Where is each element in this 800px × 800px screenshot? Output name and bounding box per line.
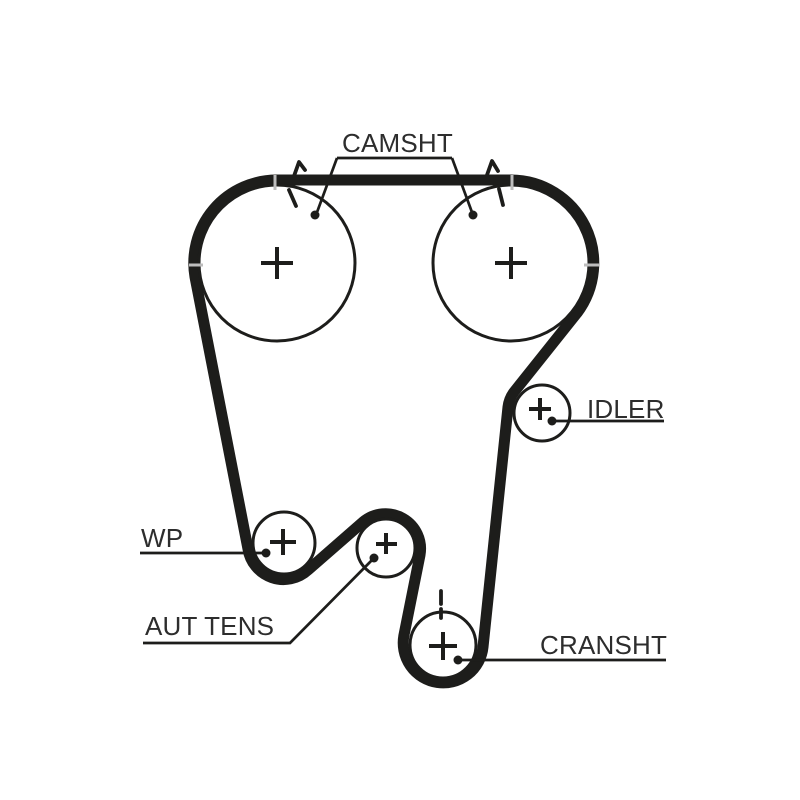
camshaft-pulley-left-center-cross: [261, 247, 293, 279]
idler-leader-dot: [547, 416, 557, 426]
crankshaft-leader-dot: [453, 655, 463, 665]
crankshaft-sprocket: [408, 610, 478, 680]
tensioner-leader-line: [143, 557, 375, 645]
camshaft-label: CAMSHT: [342, 128, 453, 158]
tensioner-label: AUT TENS: [145, 611, 274, 641]
tensioner-leader-dot: [369, 553, 379, 563]
crankshaft-sprocket-rim: [408, 610, 478, 680]
automatic-tensioner-pulley-rim: [355, 517, 417, 579]
camshaft-leader-dot-left: [310, 210, 320, 220]
cam-left-timing-mark-tick: [287, 188, 298, 208]
camshaft-pulley-right: [431, 183, 591, 343]
camshaft-pulley-left-rim: [197, 183, 357, 343]
idler-pulley-center-cross: [529, 398, 551, 420]
automatic-tensioner-pulley: [355, 517, 417, 579]
water-pump-leader-dot: [261, 548, 271, 558]
automatic-tensioner-pulley-center-cross: [376, 533, 397, 554]
water-pump-pulley-center-cross: [270, 529, 296, 555]
camshaft-pulley-right-center-cross: [495, 247, 527, 279]
water-pump-pulley-rim: [251, 510, 317, 576]
idler-pulley-rim: [512, 383, 572, 443]
water-pump-label: WP: [141, 523, 183, 553]
idler-leader: [547, 416, 664, 426]
cam-right-timing-mark-chevron-icon: [485, 159, 500, 177]
crankshaft-sprocket-center-cross: [429, 632, 457, 660]
tensioner-leader: [143, 553, 379, 645]
water-pump-leader: [140, 548, 271, 558]
idler-label: IDLER: [587, 394, 665, 424]
camshaft-leader-lines: [314, 156, 475, 216]
camshaft-leader: [310, 156, 478, 220]
cam-left-timing-mark-chevron-icon: [292, 160, 307, 178]
camshaft-leader-dot-right: [468, 210, 478, 220]
crankshaft-leader: [453, 655, 666, 665]
idler-pulley: [512, 383, 572, 443]
timing-belt: [188, 174, 600, 689]
crankshaft-label: CRANSHT: [540, 630, 667, 660]
water-pump-pulley: [251, 510, 317, 576]
camshaft-pulley-left: [197, 183, 357, 343]
cam-right-timing-mark-tick: [497, 187, 505, 207]
